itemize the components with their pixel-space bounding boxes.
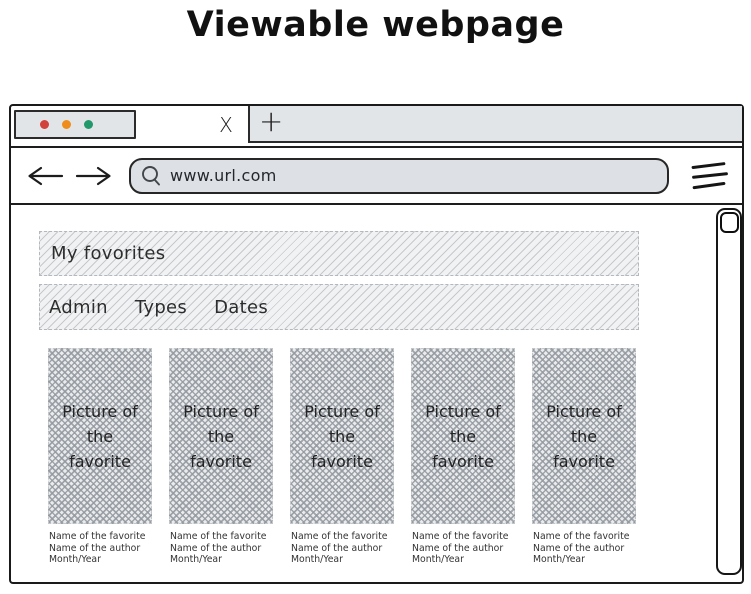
favorite-author: Name of the author bbox=[170, 542, 262, 554]
favorite-caption: Name of the favorite Name of the author … bbox=[48, 531, 152, 566]
back-button-icon[interactable] bbox=[25, 164, 65, 188]
favorite-name: Name of the favorite bbox=[412, 531, 509, 542]
page-header-bar: My fovorites bbox=[39, 231, 639, 276]
window-control-red-icon[interactable] bbox=[40, 120, 49, 129]
search-icon bbox=[142, 165, 160, 185]
favorite-picture[interactable]: Picture of the favorite bbox=[48, 348, 152, 524]
page-header-label: My fovorites bbox=[51, 243, 166, 264]
favorite-date: Month/Year bbox=[49, 554, 101, 565]
favorites-grid: Picture of the favorite Name of the favo… bbox=[48, 348, 636, 566]
window-control-green-icon[interactable] bbox=[84, 120, 93, 129]
favorite-caption: Name of the favorite Name of the author … bbox=[532, 531, 636, 566]
favorite-picture[interactable]: Picture of the favorite bbox=[532, 348, 636, 524]
favorite-author: Name of the author bbox=[49, 542, 141, 554]
favorite-card: Picture of the favorite Name of the favo… bbox=[532, 348, 636, 566]
new-tab-area[interactable]: + bbox=[248, 106, 742, 143]
favorite-author: Name of the author bbox=[291, 542, 383, 554]
new-tab-icon[interactable]: + bbox=[259, 104, 284, 138]
favorite-caption: Name of the favorite Name of the author … bbox=[290, 531, 394, 566]
favorite-date: Month/Year bbox=[412, 554, 464, 565]
picture-placeholder-label: Picture of the favorite bbox=[546, 401, 622, 471]
menu-bar: Admin Types Dates bbox=[39, 284, 639, 330]
favorite-name: Name of the favorite bbox=[49, 531, 146, 542]
page-title: Viewable webpage bbox=[186, 5, 565, 45]
browser-tab-strip: X + bbox=[11, 106, 742, 148]
browser-window: X + www.url.com My fovorites Admin bbox=[9, 104, 744, 584]
favorite-date: Month/Year bbox=[291, 554, 343, 565]
favorite-picture[interactable]: Picture of the favorite bbox=[169, 348, 273, 524]
favorite-card: Picture of the favorite Name of the favo… bbox=[169, 348, 273, 566]
favorite-name: Name of the favorite bbox=[291, 531, 388, 542]
window-controls bbox=[14, 110, 136, 139]
favorite-date: Month/Year bbox=[170, 554, 222, 565]
picture-placeholder-label: Picture of the favorite bbox=[304, 401, 380, 471]
favorite-name: Name of the favorite bbox=[533, 531, 630, 542]
picture-placeholder-label: Picture of the favorite bbox=[183, 401, 259, 471]
favorite-author: Name of the author bbox=[412, 542, 504, 554]
scrollbar-track[interactable] bbox=[716, 208, 742, 575]
url-bar[interactable]: www.url.com bbox=[129, 157, 669, 194]
url-text[interactable]: www.url.com bbox=[170, 166, 277, 185]
picture-placeholder-label: Picture of the favorite bbox=[425, 401, 501, 471]
menu-item-dates[interactable]: Dates bbox=[214, 296, 269, 318]
favorite-card: Picture of the favorite Name of the favo… bbox=[48, 348, 152, 566]
menu-item-admin[interactable]: Admin bbox=[49, 296, 108, 318]
favorite-name: Name of the favorite bbox=[170, 531, 267, 542]
browser-navbar: www.url.com bbox=[11, 148, 742, 205]
close-tab-icon[interactable]: X bbox=[219, 113, 233, 137]
menu-icon[interactable] bbox=[691, 162, 729, 190]
favorite-date: Month/Year bbox=[533, 554, 585, 565]
favorite-card: Picture of the favorite Name of the favo… bbox=[290, 348, 394, 566]
page-content: My fovorites Admin Types Dates Picture o… bbox=[11, 205, 742, 580]
scrollbar-thumb[interactable] bbox=[719, 211, 739, 233]
favorite-picture[interactable]: Picture of the favorite bbox=[290, 348, 394, 524]
picture-placeholder-label: Picture of the favorite bbox=[62, 401, 138, 471]
forward-button-icon[interactable] bbox=[74, 164, 114, 188]
favorite-card: Picture of the favorite Name of the favo… bbox=[411, 348, 515, 566]
favorite-author: Name of the author bbox=[533, 542, 625, 554]
favorite-picture[interactable]: Picture of the favorite bbox=[411, 348, 515, 524]
window-control-orange-icon[interactable] bbox=[62, 120, 71, 129]
favorite-caption: Name of the favorite Name of the author … bbox=[169, 531, 273, 566]
favorite-caption: Name of the favorite Name of the author … bbox=[411, 531, 515, 566]
menu-item-types[interactable]: Types bbox=[134, 296, 188, 318]
